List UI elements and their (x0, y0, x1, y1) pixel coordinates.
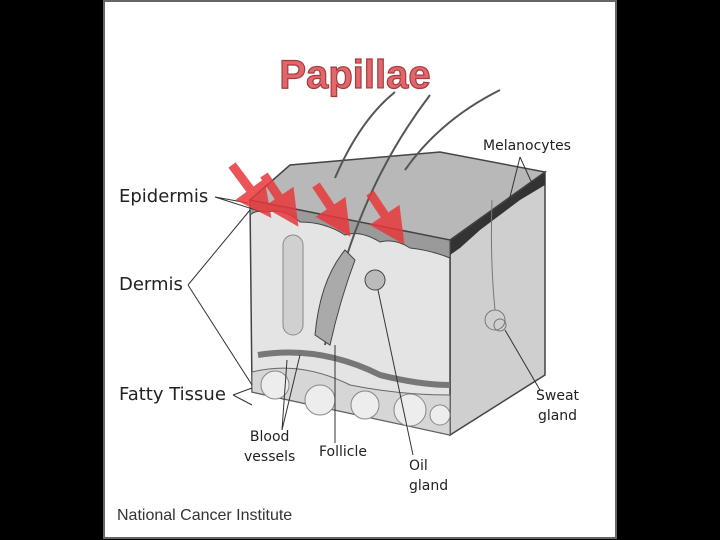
label-melanocytes: Melanocytes (483, 138, 571, 154)
label-follicle: Follicle (319, 444, 367, 460)
red-arrow (366, 190, 405, 245)
label-sweat-gland-line1: Sweat (536, 388, 580, 404)
credit-text: National Cancer Institute (117, 507, 293, 524)
red-arrow (260, 172, 299, 227)
papillae-title-text: Papillae (279, 53, 430, 97)
label-epidermis: Epidermis (119, 186, 209, 207)
blood-vessel (257, 349, 451, 388)
leader-lines (187, 156, 541, 456)
label-blood-vessels-line2: vessels (244, 449, 296, 465)
label-oil-gland: Oil gland (409, 456, 448, 496)
right-epidermis-dark (450, 172, 545, 255)
hair-follicle (314, 249, 356, 346)
label-oil-gland-line2: gland (409, 478, 449, 494)
label-oil-gland-line1: Oil (409, 458, 428, 474)
red-arrow (312, 182, 351, 237)
red-arrow (228, 162, 272, 219)
fat-cells (260, 370, 451, 427)
label-dermis: Dermis (119, 274, 183, 295)
label-blood-vessels: Blood vessels (244, 427, 295, 467)
label-blood-vessels-line1: Blood (249, 429, 290, 445)
label-sweat-gland: Sweat gland (536, 386, 579, 426)
sweat-gland-coil (484, 199, 507, 332)
sweat-duct (282, 234, 304, 336)
diagram-title: Papillae (0, 50, 720, 105)
label-fatty-tissue: Fatty Tissue (119, 384, 226, 405)
label-sweat-gland-line2: gland (537, 408, 578, 424)
cube-top-surface (248, 151, 547, 241)
oil-gland-shape (364, 269, 386, 291)
papillae-arrows (228, 162, 405, 245)
